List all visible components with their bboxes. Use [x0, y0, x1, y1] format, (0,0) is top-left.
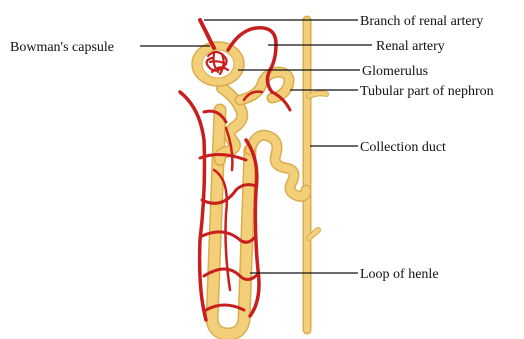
label-bowmans-capsule: Bowman's capsule: [10, 40, 114, 55]
bowmans-capsule: [192, 42, 244, 86]
label-renal-artery: Renal artery: [376, 39, 445, 54]
label-collection-duct: Collection duct: [360, 140, 446, 155]
label-tubular-part: Tubular part of nephron: [360, 84, 494, 99]
label-glomerulus: Glomerulus: [362, 64, 428, 79]
collection-duct: [307, 20, 326, 330]
label-branch-of-renal-artery: Branch of renal artery: [360, 14, 483, 29]
label-loop-of-henle: Loop of henle: [360, 267, 439, 282]
distal-tubule: [250, 135, 306, 196]
